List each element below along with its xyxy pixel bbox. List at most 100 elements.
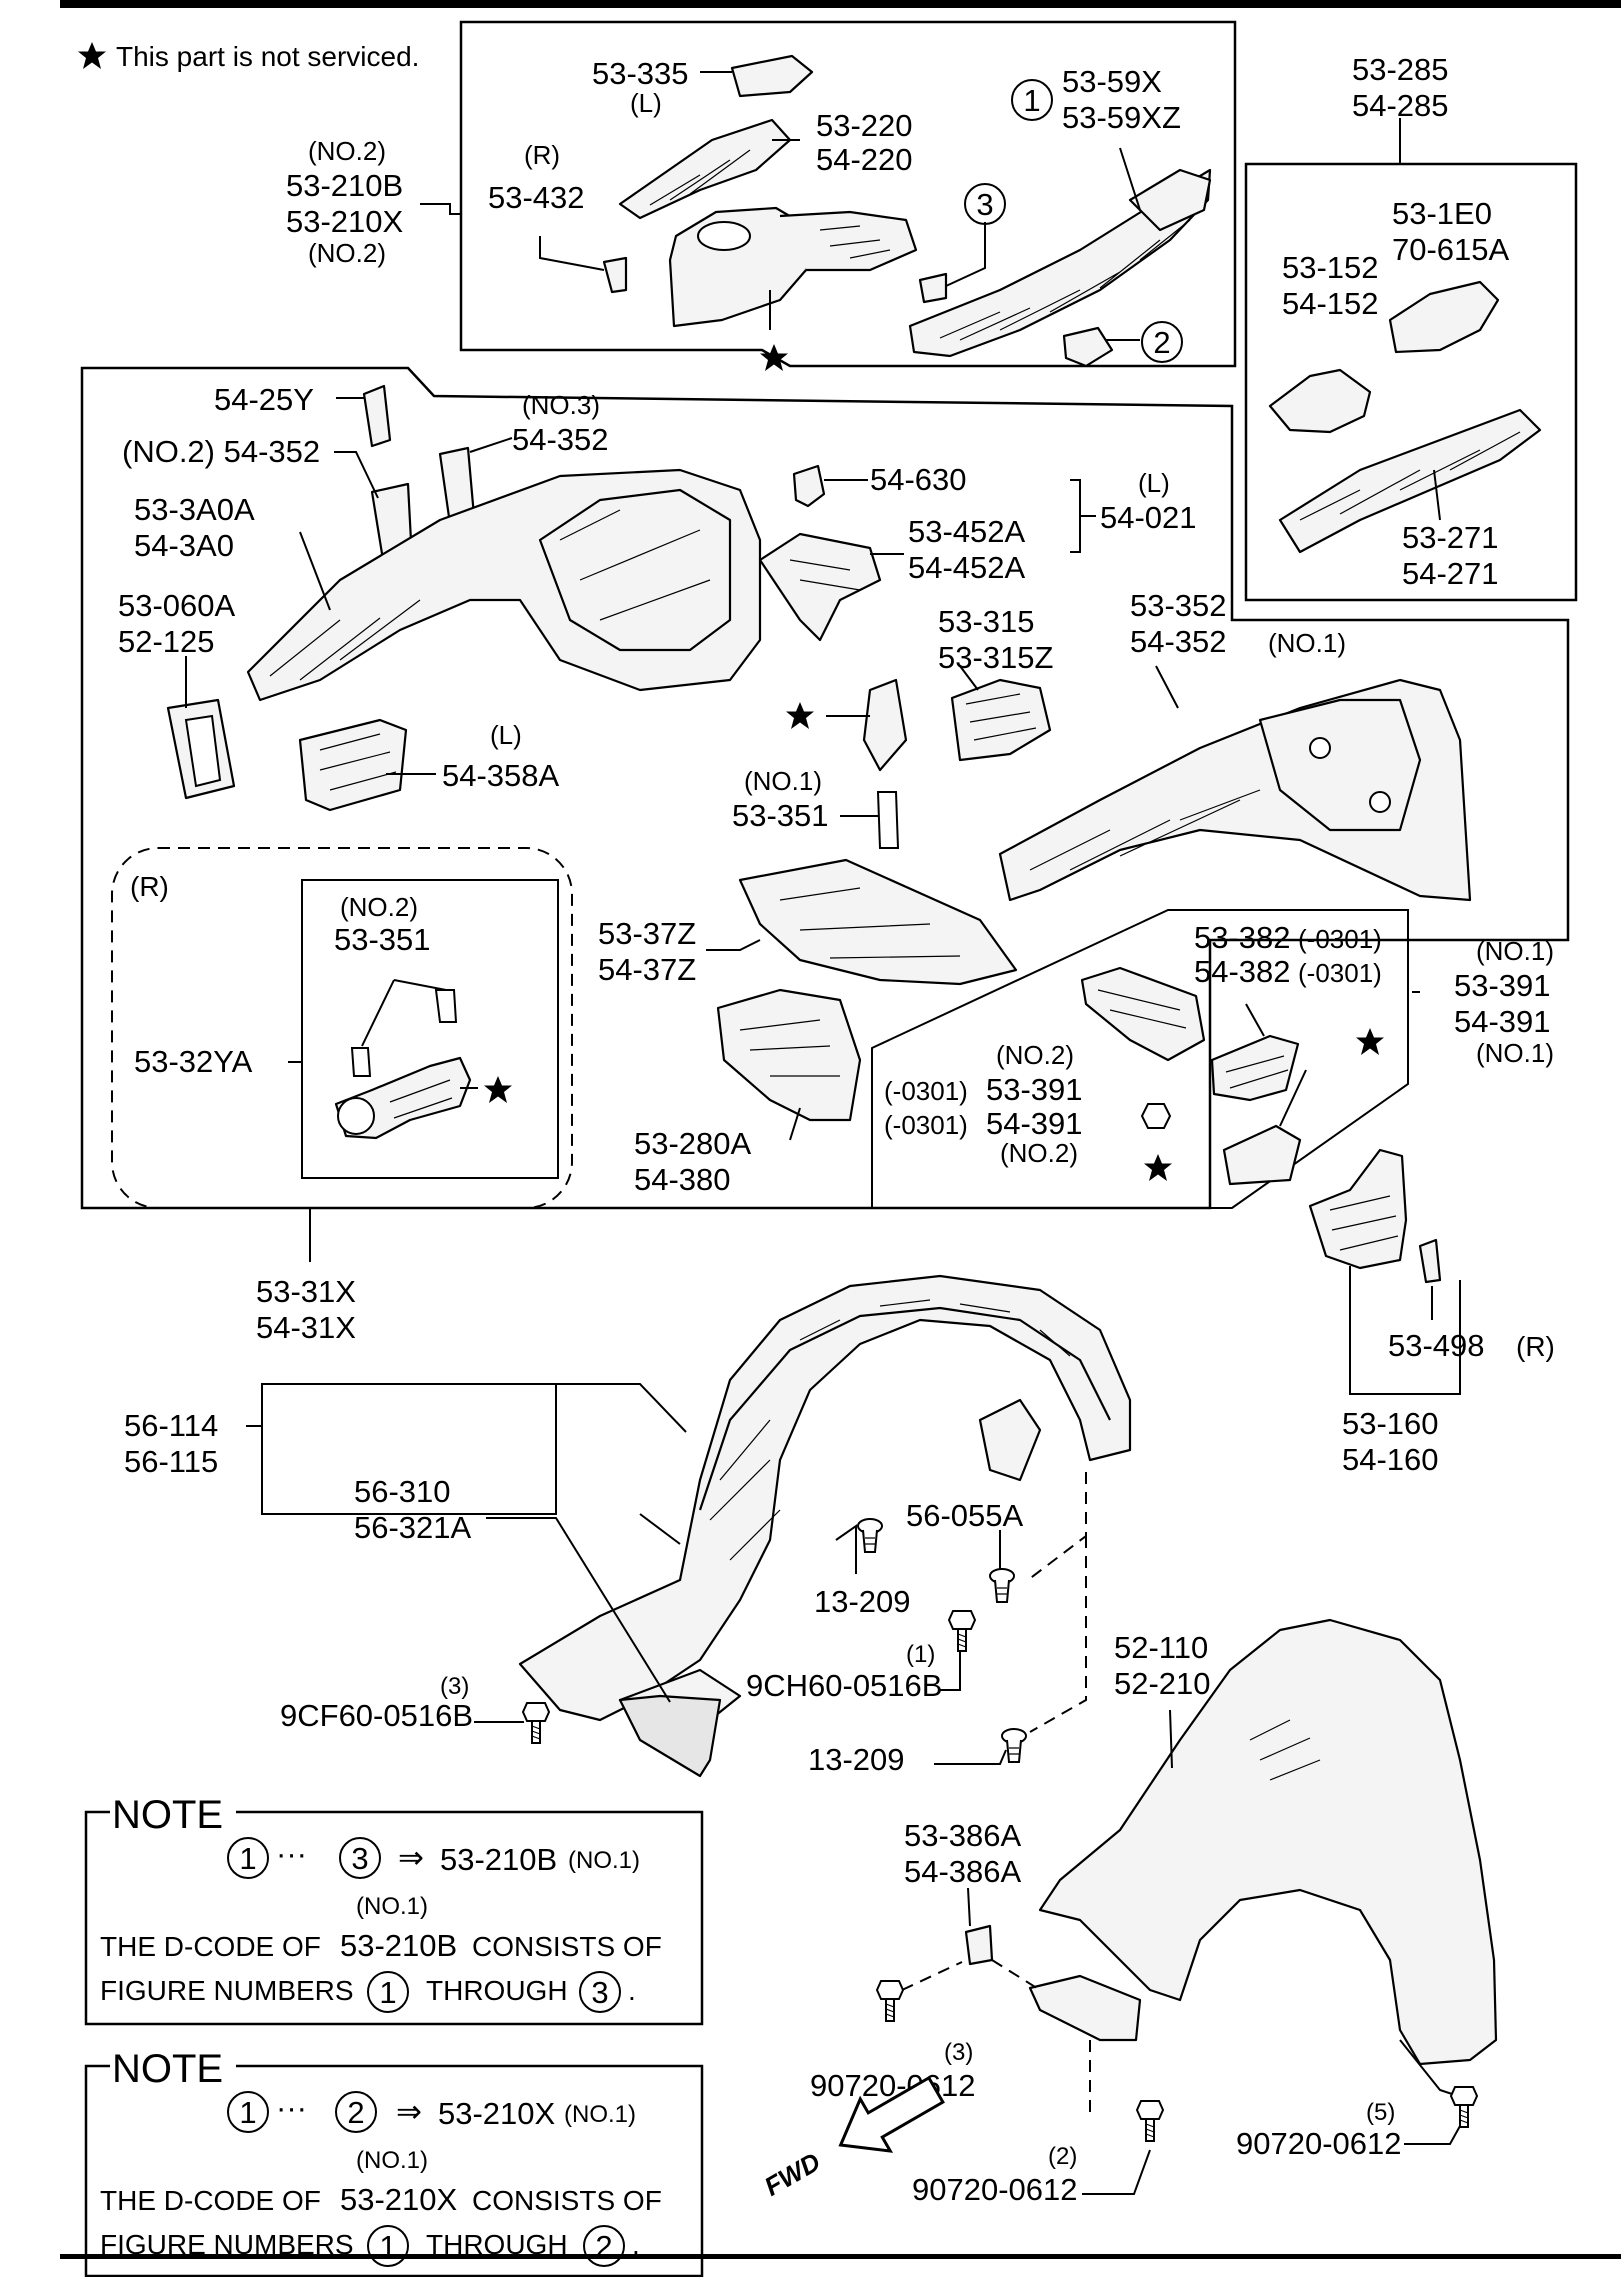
bracket-group-box xyxy=(871,909,1409,1209)
callout-54-382: 54-382 xyxy=(1194,954,1291,989)
callout-l: (L) xyxy=(490,720,522,750)
figure-number: 3 xyxy=(351,1841,368,1876)
callout-54-630: 54-630 xyxy=(870,462,967,497)
callout-53-220: 53-220 xyxy=(816,108,913,143)
callout-53-59x: 53-59X xyxy=(1062,64,1162,99)
callout-54-386a: 54-386A xyxy=(904,1854,1022,1889)
callout-53-210b: 53-210B xyxy=(286,168,403,203)
callout-56-114: 56-114 xyxy=(124,1408,218,1443)
legend-text: This part is not serviced. xyxy=(116,41,419,72)
callout-53-452a: 53-452A xyxy=(908,514,1026,549)
callout-qty: (3) xyxy=(440,1673,469,1700)
note-target-sup: (NO.1) xyxy=(568,1847,640,1874)
upper-box-labels: 53-335 (L) 53-220 54-220 (R) 53-432 (NO.… xyxy=(286,56,1183,363)
note-line: THE D-CODE OF xyxy=(100,1931,321,1962)
top-border xyxy=(60,0,1621,8)
callout-no2: (NO.2) xyxy=(996,1040,1074,1070)
callout-no2-54-352: (NO.2) 54-352 xyxy=(122,434,320,469)
right-box-labels: 53-285 54-285 53-1E0 70-615A 53-152 54-1… xyxy=(1282,52,1510,591)
callout-56-055a: 56-055A xyxy=(906,1498,1024,1533)
note-target: 53-210B xyxy=(440,1842,557,1877)
callout-53-3a0a: 53-3A0A xyxy=(134,492,255,527)
callout-53-351: 53-351 xyxy=(334,922,431,957)
callout-no1: (NO.1) xyxy=(1476,1038,1554,1068)
upper-box-parts xyxy=(539,54,1212,371)
note-line: FIGURE NUMBERS xyxy=(100,2229,354,2260)
callout-53-37z: 53-37Z xyxy=(598,916,696,951)
callout-54-352: 54-352 xyxy=(1130,624,1227,659)
bracket-53-160 xyxy=(1308,1148,1461,1395)
callout-date: (-0301) xyxy=(1298,958,1382,988)
callout-54-37z: 54-37Z xyxy=(598,952,696,987)
callout-no1: (NO.1) xyxy=(1476,936,1554,966)
clip-icon xyxy=(1001,1728,1027,1763)
liner-labels: 56-114 56-115 56-310 56-321A 56-055A 13-… xyxy=(124,1383,1024,1777)
note-sup-line: (NO.1) xyxy=(356,2147,428,2174)
star-icon xyxy=(1356,1028,1384,1055)
callout-53-152: 53-152 xyxy=(1282,250,1379,285)
callout-54-160: 54-160 xyxy=(1342,1442,1439,1477)
callout-53-315: 53-315 xyxy=(938,604,1035,639)
callout-qty: (1) xyxy=(906,1641,935,1668)
callout-53-32ya: 53-32YA xyxy=(134,1044,253,1079)
note-target: 53-210X xyxy=(438,2096,556,2131)
callout-l: (L) xyxy=(1138,468,1170,498)
callout-no2: (NO.2) xyxy=(308,136,386,166)
callout-qty: (5) xyxy=(1366,2099,1395,2126)
note-line: FIGURE NUMBERS xyxy=(100,1975,354,2006)
bolt-icon xyxy=(1136,2100,1164,2142)
callout-53-060a: 53-060A xyxy=(118,588,236,623)
callout-54-285: 54-285 xyxy=(1352,88,1449,123)
callout-90720-0612: 90720-0612 xyxy=(1236,2126,1402,2161)
note-sup-line: (NO.1) xyxy=(356,1893,428,1920)
callout-53-271: 53-271 xyxy=(1402,520,1499,555)
callout-53-31x: 53-31X xyxy=(256,1274,356,1309)
callout-54-352: 54-352 xyxy=(512,422,609,457)
callout-53-1e0: 53-1E0 xyxy=(1392,196,1492,231)
callout-53-382: 53-382 xyxy=(1194,920,1291,955)
right-box xyxy=(1244,162,1578,602)
callout-54-31x: 54-31X xyxy=(256,1310,356,1345)
note-line: 53-210X xyxy=(340,2182,458,2217)
figure-number: 2 xyxy=(347,2095,364,2130)
fender xyxy=(876,1618,1498,2195)
callout-53-432: 53-432 xyxy=(488,180,585,215)
callout-54-021: 54-021 xyxy=(1100,500,1197,535)
note-1: NOTE 1 ··· 3 ⇒ 53-210B (NO.1) (NO.1) THE… xyxy=(84,1793,704,2026)
figure-number: 2 xyxy=(595,2229,612,2264)
star-icon xyxy=(484,1076,512,1103)
callout-9ch60-0516b: 9CH60-0516B xyxy=(746,1668,942,1703)
callout-53-351: 53-351 xyxy=(732,798,829,833)
figure-number-3: 3 xyxy=(976,187,993,222)
callout-54-358a: 54-358A xyxy=(442,758,560,793)
callout-no2: (NO.2) xyxy=(308,238,386,268)
fender-labels: 52-110 52-210 53-386A 54-386A (3) 90720-… xyxy=(810,1630,1402,2207)
star-icon xyxy=(760,344,788,371)
note-title: NOTE xyxy=(112,1793,223,1837)
liner-fasteners xyxy=(474,1472,1087,1765)
figure-number: 1 xyxy=(239,1841,256,1876)
note-dots: ··· xyxy=(276,1836,307,1871)
arrow-icon: ⇒ xyxy=(398,1840,424,1875)
arrow-icon: ⇒ xyxy=(396,2094,422,2129)
callout-53-335: 53-335 xyxy=(592,56,689,91)
callout-no2: (NO.2) xyxy=(1000,1138,1078,1168)
star-icon xyxy=(1144,1154,1172,1181)
callout-54-452a: 54-452A xyxy=(908,550,1026,585)
right-box-parts xyxy=(1268,118,1542,554)
note-line: CONSISTS OF xyxy=(472,2185,662,2216)
note-title: NOTE xyxy=(112,2047,223,2091)
callout-54-391: 54-391 xyxy=(1454,1004,1551,1039)
callout-r: (R) xyxy=(524,140,560,170)
note-line: THROUGH xyxy=(426,2229,568,2260)
note-line: . xyxy=(632,2229,640,2260)
clip-icon xyxy=(857,1518,883,1553)
screw-icon xyxy=(948,1610,976,1652)
callout-date: (-0301) xyxy=(884,1110,968,1140)
figure-number-1: 1 xyxy=(1023,83,1040,118)
callout-no3: (NO.3) xyxy=(522,390,600,420)
callout-53-352: 53-352 xyxy=(1130,588,1227,623)
main-box xyxy=(80,366,1570,1210)
bottom-border xyxy=(60,2254,1621,2259)
callout-54-25y: 54-25Y xyxy=(214,382,314,417)
